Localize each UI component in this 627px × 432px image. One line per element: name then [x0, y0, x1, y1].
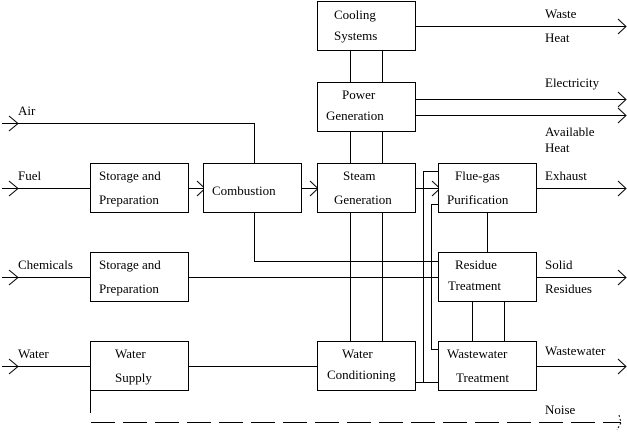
box-label: Storage and: [99, 257, 161, 272]
box-label: Flue-gas: [455, 168, 500, 183]
box-label: Wastewater: [447, 346, 508, 361]
box-label: Water: [342, 346, 373, 361]
arrowhead-icon: [8, 269, 19, 286]
output-label-available-heat: Available: [545, 124, 595, 139]
arrowhead-icon: [617, 91, 627, 108]
arrowhead-icon: [617, 180, 627, 197]
box-label: Treatment: [448, 278, 501, 293]
arrowhead-icon: [616, 414, 622, 431]
box-label: Generation: [326, 108, 384, 123]
output-label-waste-heat: Waste: [545, 6, 577, 21]
box-label: Storage and: [99, 168, 161, 183]
water-supply-box: Water Supply: [90, 341, 189, 391]
chem-storage-box: Storage and Preparation: [90, 252, 189, 302]
box-label: Preparation: [99, 281, 159, 296]
output-label-electricity: Electricity: [545, 75, 600, 90]
steam-generation-box: Steam Generation: [317, 163, 416, 213]
box-label: Power: [342, 87, 376, 102]
fuel-storage-box: Storage and Preparation: [90, 163, 189, 213]
box-label: Purification: [447, 192, 509, 207]
output-label-exhaust: Exhaust: [545, 168, 587, 183]
arrowhead-icon: [617, 269, 627, 286]
combustion-box: Combustion: [203, 163, 302, 213]
box-label: Systems: [334, 28, 378, 43]
box-label: Generation: [334, 192, 392, 207]
flue-gas-purification-box: Flue-gas Purification: [438, 163, 537, 213]
box-label: Residue: [455, 257, 497, 272]
box-label: Combustion: [212, 183, 276, 198]
input-label-water: Water: [18, 346, 49, 361]
arrowhead-icon: [8, 180, 19, 197]
box-label: Water: [115, 346, 146, 361]
box-label: Treatment: [456, 370, 509, 385]
output-label-available-heat: Heat: [545, 140, 570, 155]
box-label: Conditioning: [327, 367, 396, 382]
box-label: Cooling: [334, 7, 376, 22]
input-label-air: Air: [18, 103, 36, 118]
arrowhead-icon: [617, 107, 627, 124]
box-label: Preparation: [99, 192, 159, 207]
power-generation-box: Power Generation: [317, 82, 416, 132]
input-label-chemicals: Chemicals: [18, 257, 73, 272]
output-label-noise: Noise: [545, 402, 576, 417]
water-conditioning-box: Water Conditioning: [317, 341, 416, 391]
output-label-waste-heat: Heat: [545, 30, 570, 45]
residue-treatment-box: Residue Treatment: [438, 252, 537, 302]
arrowhead-icon: [617, 358, 627, 375]
wastewater-treatment-box: Wastewater Treatment: [438, 341, 537, 391]
input-label-fuel: Fuel: [18, 168, 42, 183]
box-label: Steam: [343, 168, 376, 183]
output-label-wastewater: Wastewater: [545, 343, 606, 358]
arrowhead-icon: [8, 358, 19, 375]
arrowhead-icon: [8, 115, 19, 132]
cooling-systems-box: Cooling Systems: [317, 1, 416, 51]
output-label-solid-residues: Solid: [545, 257, 573, 272]
arrowhead-icon: [617, 18, 627, 35]
box-label: Supply: [115, 370, 152, 385]
output-label-solid-residues: Residues: [545, 281, 592, 296]
